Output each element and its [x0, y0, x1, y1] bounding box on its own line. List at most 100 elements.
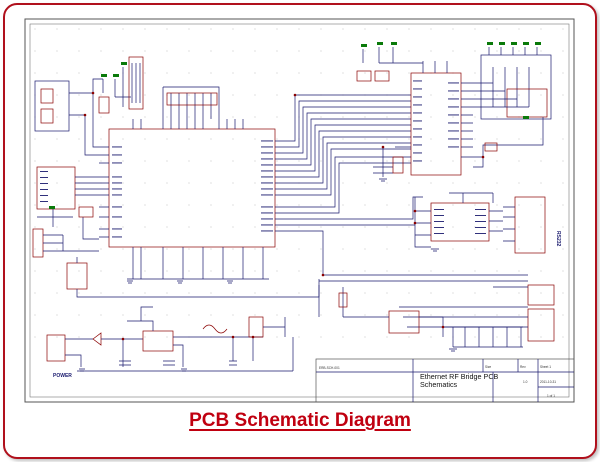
grid-dot — [386, 226, 388, 228]
grid-dot — [188, 314, 190, 316]
rs232-label: RS232 — [555, 231, 561, 247]
grid-dot — [100, 204, 102, 206]
grid-dot — [562, 28, 564, 30]
grid-dot — [56, 292, 58, 294]
pin-label-mark — [112, 194, 122, 196]
power-jack — [46, 334, 66, 362]
grid-dot — [298, 336, 300, 338]
grid-dot — [540, 138, 542, 140]
grid-dot — [474, 292, 476, 294]
grid-dot — [452, 248, 454, 250]
grid-dot — [342, 226, 344, 228]
grid-dot — [342, 138, 344, 140]
grid-dot — [34, 72, 36, 74]
grid-dot — [562, 182, 564, 184]
pin-label-mark — [40, 195, 48, 196]
grid-dot — [122, 336, 124, 338]
grid-dot — [342, 248, 344, 250]
grid-dot — [210, 314, 212, 316]
grid-dot — [540, 292, 542, 294]
title-block-page: 1 of 1 — [547, 394, 555, 398]
grid-dot — [210, 72, 212, 74]
grid-dot — [276, 314, 278, 316]
grid-dot — [144, 28, 146, 30]
grid-dot — [100, 270, 102, 272]
grid-dot — [276, 204, 278, 206]
grid-dot — [540, 270, 542, 272]
grid-dot — [144, 160, 146, 162]
grid-dot — [518, 50, 520, 52]
grid-dot — [364, 28, 366, 30]
rf-module — [388, 310, 420, 334]
title-block — [315, 358, 575, 403]
grid-dot — [298, 160, 300, 162]
grid-dot — [474, 138, 476, 140]
grid-dot — [276, 138, 278, 140]
grid-dot — [166, 28, 168, 30]
grid-dot — [100, 248, 102, 250]
grid-dot — [386, 72, 388, 74]
grid-dot — [276, 160, 278, 162]
grid-dot — [78, 28, 80, 30]
grid-dot — [452, 226, 454, 228]
grid-dot — [144, 226, 146, 228]
grid-dot — [408, 72, 410, 74]
grid-dot — [254, 72, 256, 74]
pin-label-mark — [261, 224, 273, 226]
grid-dot — [56, 160, 58, 162]
rj45-connector — [506, 88, 548, 118]
pin-label-mark — [261, 152, 273, 154]
grid-dot — [144, 94, 146, 96]
grid-dot — [364, 138, 366, 140]
phy-chip — [410, 72, 462, 176]
grid-dot — [188, 138, 190, 140]
left-ic — [36, 166, 76, 210]
grid-dot — [276, 28, 278, 30]
grid-dot — [166, 292, 168, 294]
grid-dot — [364, 226, 366, 228]
grid-dot — [188, 248, 190, 250]
grid-dot — [496, 28, 498, 30]
pin-label-mark — [261, 170, 273, 172]
grid-dot — [540, 226, 542, 228]
grid-dot — [210, 270, 212, 272]
grid-dot — [364, 248, 366, 250]
caption: PCB Schematic Diagram — [189, 410, 411, 431]
grid-dot — [452, 292, 454, 294]
grid-dot — [386, 138, 388, 140]
grid-dot — [144, 116, 146, 118]
pin-label-mark — [40, 177, 48, 178]
power-flags — [49, 42, 541, 209]
grid-dot — [320, 138, 322, 140]
grid-dot — [210, 248, 212, 250]
grid-dot — [452, 270, 454, 272]
pin-label-mark — [413, 144, 422, 146]
grid-dot — [474, 270, 476, 272]
grid-dot — [518, 336, 520, 338]
grid-dot — [386, 248, 388, 250]
grid-dot — [276, 336, 278, 338]
grid-dot — [562, 314, 564, 316]
grid-dot — [276, 270, 278, 272]
pin-label-mark — [413, 88, 422, 90]
grid-dot — [320, 116, 322, 118]
grid-dot — [166, 138, 168, 140]
grid-dot — [320, 50, 322, 52]
grid-dot — [166, 72, 168, 74]
grid-dot — [254, 160, 256, 162]
grid-dot — [342, 160, 344, 162]
pin-label-mark — [112, 154, 122, 156]
grid-dot — [342, 182, 344, 184]
grid-dot — [210, 160, 212, 162]
power-label: POWER — [53, 373, 72, 379]
grid-dot — [496, 314, 498, 316]
grid-dot — [34, 226, 36, 228]
grid-dot — [562, 72, 564, 74]
voltage-regulator — [142, 330, 174, 352]
grid-dot — [276, 226, 278, 228]
grid-dot — [188, 182, 190, 184]
left-pin-header — [32, 228, 44, 258]
grid-dot — [474, 116, 476, 118]
grid-dot — [562, 94, 564, 96]
grid-dot — [56, 204, 58, 206]
